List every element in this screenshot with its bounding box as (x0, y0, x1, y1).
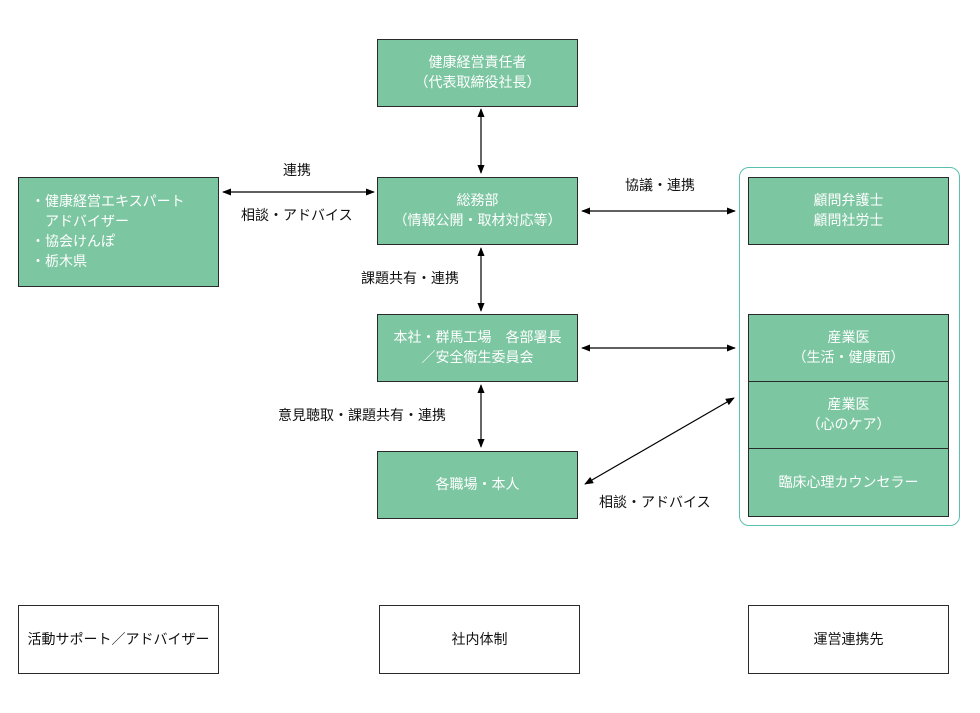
legend-support: 活動サポート／アドバイザー (18, 605, 219, 674)
edge-label-kadai: 課題共有・連携 (361, 271, 459, 287)
node-general-affairs-line-2: （情報公開・取材対応等） (393, 213, 562, 229)
node-general-affairs-line-1: 総務部 (456, 193, 499, 209)
legend-partners-label: 運営連携先 (813, 631, 884, 648)
node-counselor: 臨床心理カウンセラー (748, 448, 949, 517)
node-health-officer-line-1: 健康経営責任者 (428, 55, 527, 71)
node-counselor-line-1: 臨床心理カウンセラー (778, 474, 919, 491)
node-managers-line-2: ／安全衛生委員会 (421, 350, 534, 366)
node-support-item-1: ・健康経営エキスパート (31, 194, 185, 210)
node-workplaces-line-1: 各職場・本人 (435, 477, 520, 493)
node-support: ・健康経営エキスパート アドバイザー ・協会けんぽ ・栃木県 (18, 177, 219, 287)
edge-label-renkei: 連携 (283, 163, 311, 179)
arrow-workplaces-partners (584, 397, 735, 485)
node-workplaces: 各職場・本人 (377, 451, 578, 519)
node-support-item-4: ・栃木県 (31, 254, 87, 270)
node-support-item-2: アドバイザー (45, 214, 129, 230)
node-advisors: 顧問弁護士 顧問社労士 (748, 177, 949, 245)
node-managers: 本社・群馬工場 各部署長 ／安全衛生委員会 (377, 314, 578, 382)
node-physician-life: 産業医 （生活・健康面） (748, 314, 949, 382)
node-physician-mind-line-2: （心のケア） (806, 417, 891, 433)
node-physician-life-line-1: 産業医 (827, 330, 870, 346)
edge-label-kyogi: 協議・連携 (625, 178, 695, 194)
node-advisors-line-2: 顧問社労士 (813, 213, 884, 229)
legend-internal: 社内体制 (379, 605, 580, 674)
node-support-item-3: ・協会けんぽ (31, 234, 115, 250)
node-physician-mind-line-1: 産業医 (827, 397, 870, 413)
legend-support-label: 活動サポート／アドバイザー (27, 631, 210, 648)
node-managers-line-1: 本社・群馬工場 各部署長 (393, 330, 562, 346)
node-general-affairs: 総務部 （情報公開・取材対応等） (377, 177, 578, 245)
partner-group-outline (739, 167, 960, 526)
node-health-officer-line-2: （代表取締役社長） (414, 75, 541, 91)
node-health-officer: 健康経営責任者 （代表取締役社長） (377, 39, 578, 107)
node-physician-mind: 産業医 （心のケア） (748, 381, 949, 449)
edge-label-soudan-left: 相談・アドバイス (241, 208, 353, 224)
edge-label-soudan-right: 相談・アドバイス (599, 495, 711, 511)
legend-internal-label: 社内体制 (451, 631, 508, 648)
node-physician-life-line-2: （生活・健康面） (792, 350, 905, 366)
legend-partners: 運営連携先 (748, 605, 949, 674)
node-advisors-line-1: 顧問弁護士 (813, 193, 884, 209)
edge-label-iken: 意見聴取・課題共有・連携 (278, 408, 446, 424)
